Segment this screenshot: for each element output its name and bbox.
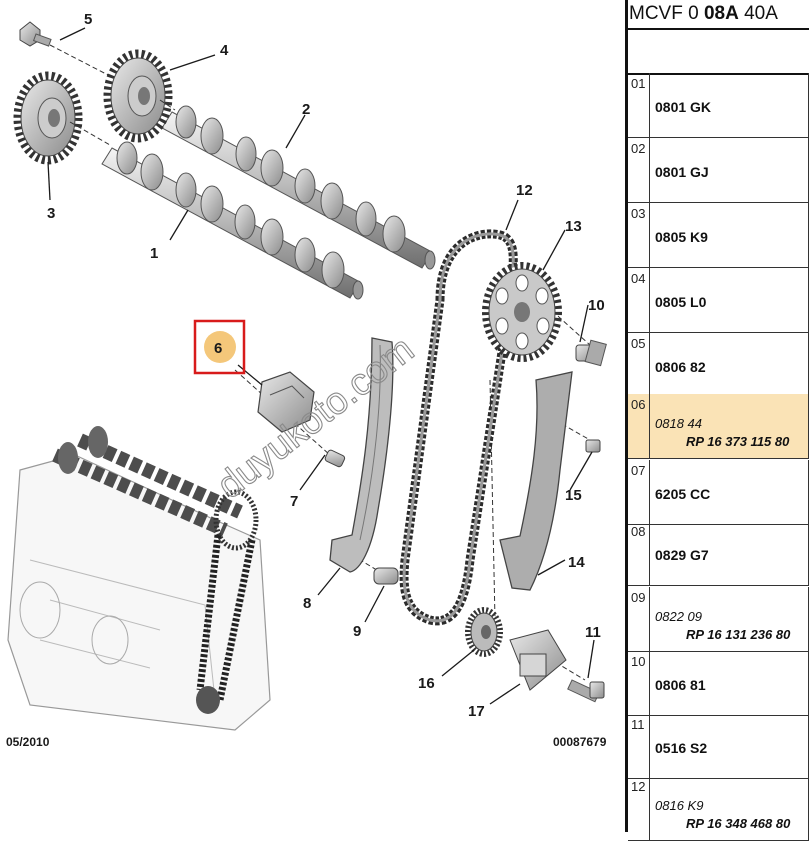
table-row[interactable]: 03 0805 K9 [628,203,809,268]
callout-13[interactable]: 13 [565,218,582,235]
camshaft-1 [101,141,364,300]
row-number: 04 [628,268,650,332]
callout-10[interactable]: 10 [588,297,605,314]
bolt-10 [575,339,607,367]
row-number: 10 [628,651,650,715]
sprocket-13 [482,262,562,362]
figure-number: 00087679 [553,735,607,749]
callout-11[interactable]: 11 [585,624,601,641]
table-left-border [625,0,628,832]
callout-16[interactable]: 16 [418,675,435,692]
callout-2[interactable]: 2 [302,101,310,118]
pivot-pin-9 [373,567,399,585]
callout-15[interactable]: 15 [565,487,582,504]
row-number: 02 [628,138,650,202]
callout-17[interactable]: 17 [468,703,485,720]
title-bold: 08A [703,3,739,24]
part-code[interactable]: 0801 GJ [655,164,709,180]
part-code[interactable]: 0822 09 [655,609,702,624]
part-code[interactable]: 0801 GK [655,99,712,115]
row-number: 09 [628,587,650,651]
part-reference[interactable]: RP 16 373 115 80 [686,434,790,449]
row-number: 03 [628,203,650,267]
chain-guide-14 [499,371,573,591]
title-prefix: MCVF 0 [629,3,704,24]
callout-12[interactable]: 12 [516,182,533,199]
callout-5[interactable]: 5 [84,11,92,28]
row-number: 05 [628,333,650,397]
engine-block [7,426,271,731]
part-reference[interactable]: RP 16 348 468 80 [686,816,791,831]
crank-sprocket-16 [465,607,503,657]
row-number: 11 [628,714,650,778]
chain-guide-8 [329,337,394,573]
table-row[interactable]: 11 0516 S2 [628,714,809,779]
row-number: 07 [628,460,650,524]
table-row[interactable]: 06 0818 44 RP 16 373 115 80 [628,394,809,459]
callout-1[interactable]: 1 [150,245,158,262]
callout-6[interactable]: 6 [214,340,222,357]
bolt-11 [567,679,605,703]
part-code[interactable]: 0816 K9 [655,798,704,813]
part-reference[interactable]: RP 16 131 236 80 [686,627,791,642]
part-code[interactable]: 0818 44 [655,416,702,431]
table-row[interactable]: 12 0816 K9 RP 16 348 468 80 [628,776,809,841]
highlight-marker [204,331,236,363]
part-code[interactable]: 0805 L0 [655,294,707,310]
callout-3[interactable]: 3 [47,205,55,222]
row-number: 12 [628,776,650,840]
bolt-7 [324,449,346,468]
bolt-5 [19,21,111,77]
phaser-gear-3 [13,71,83,165]
callout-labels: 1 2 3 4 5 6 7 8 9 10 11 12 13 14 15 16 1… [47,11,605,720]
table-row[interactable]: 02 0801 GJ [628,138,809,203]
row-number: 01 [628,73,650,137]
part-code[interactable]: 6205 CC [655,486,711,502]
table-title: MCVF 0 08A 40A [629,0,778,28]
part-code[interactable]: 0829 G7 [655,547,709,563]
table-row[interactable]: 07 6205 CC [628,460,809,525]
title-suffix: 40A [738,3,778,24]
table-header [628,28,809,75]
part-code[interactable]: 0806 82 [655,359,706,375]
chain-tensioner-17 [509,629,567,691]
callout-9[interactable]: 9 [353,623,361,640]
leader-lines [47,27,595,705]
table-row[interactable]: 05 0806 82 [628,333,809,398]
table-row[interactable]: 09 0822 09 RP 16 131 236 80 [628,587,809,652]
row-number: 06 [628,394,650,458]
callout-14[interactable]: 14 [568,554,585,571]
part-code[interactable]: 0806 81 [655,677,706,693]
table-row[interactable]: 01 0801 GK [628,73,809,138]
callout-8[interactable]: 8 [303,595,311,612]
table-row[interactable]: 04 0805 L0 [628,268,809,333]
tensioner-6 [257,371,315,433]
camshaft-2 [161,105,436,270]
callout-7[interactable]: 7 [290,493,298,510]
date-code: 05/2010 [6,735,50,749]
callout-4[interactable]: 4 [220,42,229,59]
bolt-15 [585,439,601,453]
part-code[interactable]: 0516 S2 [655,740,708,756]
part-code[interactable]: 0805 K9 [655,229,708,245]
exploded-parts-diagram: duyukoto.com 1 2 3 4 5 6 7 8 9 10 11 12 … [6,11,607,749]
phaser-gear-4 [103,49,173,143]
table-row[interactable]: 08 0829 G7 [628,521,809,586]
table-row[interactable]: 10 0806 81 [628,651,809,716]
highlight-box[interactable] [193,319,246,375]
row-number: 08 [628,521,650,585]
